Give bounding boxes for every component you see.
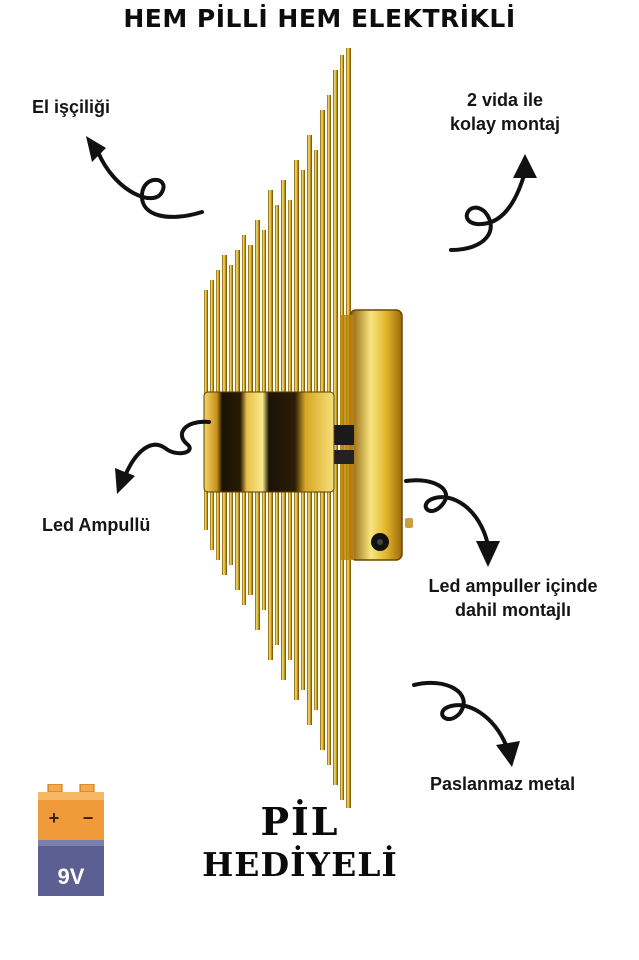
battery-voltage-label: 9V — [58, 864, 85, 889]
callout-included: Led ampuller içinde dahil montajlı — [388, 574, 638, 622]
callout-mounting-line2: kolay montaj — [449, 114, 561, 134]
callout-led: Led Ampullü — [42, 515, 151, 535]
curly-arrow-icon — [115, 419, 211, 494]
screw-icon — [405, 518, 413, 528]
callout-mounting: 2 vida ile kolay montaj — [420, 88, 590, 136]
curly-arrow-icon — [404, 478, 500, 567]
promo-line2: HEDİYELİ — [202, 845, 398, 884]
curly-arrow-icon — [86, 136, 204, 219]
callout-metal: Paslanmaz metal — [430, 774, 576, 794]
battery-9v-icon: + − 9V — [38, 784, 104, 896]
wall-plate — [349, 309, 403, 561]
promo-battery-gift: PİL HEDİYELİ — [190, 800, 410, 886]
gold-band — [203, 391, 335, 493]
promo-line1: PİL — [260, 799, 340, 844]
callout-mounting-line1: 2 vida ile — [466, 90, 544, 110]
battery-plus-label: + — [49, 808, 60, 828]
callout-included-line2: dahil montajlı — [454, 600, 571, 620]
headline: HEM PİLLİ HEM ELEKTRİKLİ — [123, 4, 516, 33]
wall-sconce-image — [203, 48, 413, 808]
callout-handmade: El işçiliği — [32, 97, 111, 117]
curly-arrow-icon — [449, 154, 537, 252]
battery-minus-label: − — [83, 808, 94, 828]
callout-included-line1: Led ampuller içinde — [428, 576, 598, 596]
curly-arrow-icon — [412, 680, 520, 767]
